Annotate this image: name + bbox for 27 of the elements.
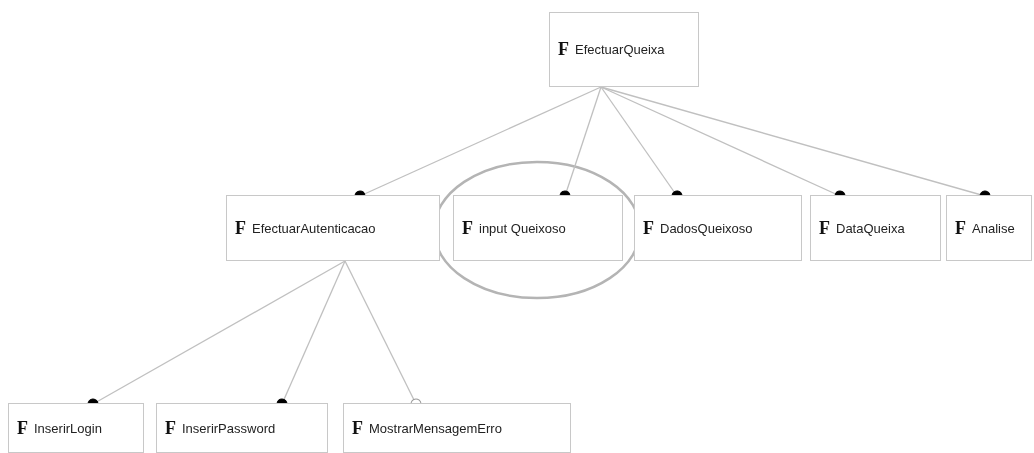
feature-name: input Queixoso xyxy=(479,220,566,236)
feature-marker: F xyxy=(352,417,363,439)
feature-box xyxy=(156,403,328,453)
feature-name: Analise xyxy=(972,220,1015,236)
feature-name: EfectuarQueixa xyxy=(575,42,665,57)
feature-name: InserirPassword xyxy=(182,420,276,436)
feature-name: InserirLogin xyxy=(34,420,102,436)
feature-marker: F xyxy=(643,217,654,239)
feature-box xyxy=(453,195,623,261)
feature-marker: F xyxy=(235,217,246,239)
feature-marker: F xyxy=(165,417,176,439)
feature-box xyxy=(810,195,941,261)
feature-box xyxy=(549,12,699,87)
feature-name: DataQueixa xyxy=(836,220,905,236)
feature-marker: F xyxy=(955,217,966,239)
feature-box xyxy=(226,195,440,261)
feature-name: EfectuarAutenticacao xyxy=(252,220,376,236)
feature-box xyxy=(343,403,571,453)
feature-name: DadosQueixoso xyxy=(660,220,753,236)
feature-marker: F xyxy=(462,217,473,239)
feature-marker: F xyxy=(17,417,28,439)
feature-marker: F xyxy=(558,39,569,60)
feature-box xyxy=(946,195,1032,261)
feature-marker: F xyxy=(819,217,830,239)
feature-name: MostrarMensagemErro xyxy=(369,420,502,436)
feature-box xyxy=(634,195,802,261)
feature-box xyxy=(8,403,144,453)
